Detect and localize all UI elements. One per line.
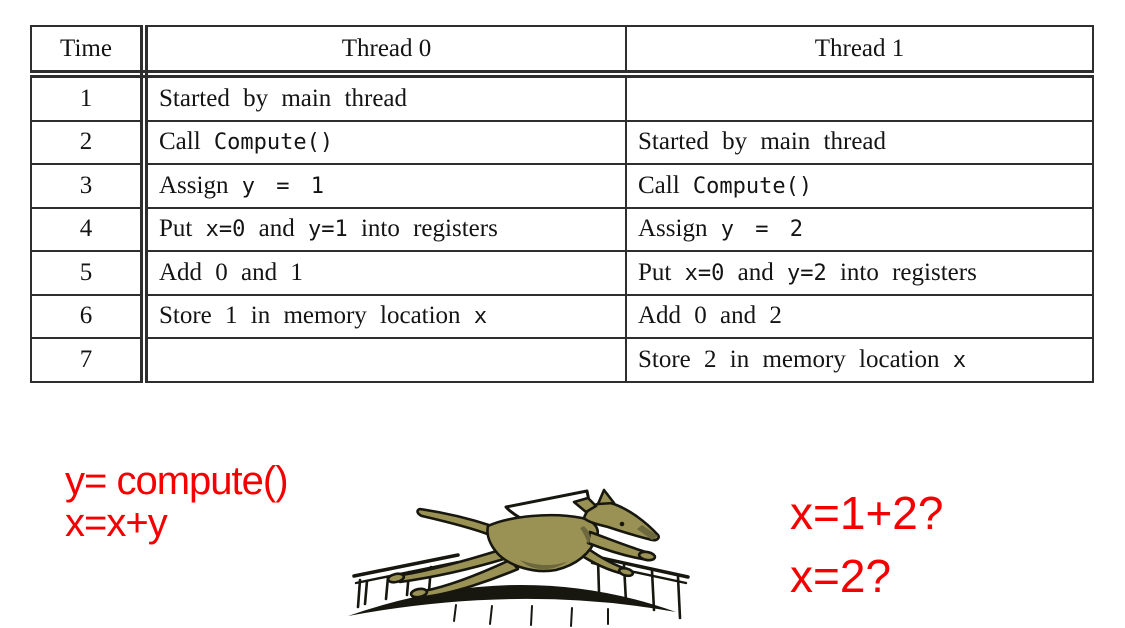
col-header-time: Time (30, 25, 148, 78)
time-cell: 5 (30, 250, 148, 296)
right-note-line1: x=1+2? (790, 487, 944, 539)
dog-front-paw-1 (637, 550, 657, 562)
code-text-segment: x (952, 347, 967, 373)
dog-belly-shade (520, 560, 568, 570)
thread1-cell: Put x=0 and y=2 into registers (625, 250, 1094, 296)
thread0-cell (143, 337, 627, 383)
text-segment: Started by main thread (159, 84, 408, 112)
text-segment: Call (159, 128, 214, 156)
dog-chest-shade (580, 526, 591, 544)
text-segment: Call (638, 171, 693, 199)
thread1-cell: Add 0 and 2 (625, 293, 1094, 339)
dog-front-paw-2 (617, 566, 635, 578)
code-text-segment: y=2 (786, 260, 827, 286)
table-row: 5 Add 0 and 1 Put x=0 and y=2 into registe… (30, 250, 1094, 296)
text-segment: Add 0 and 2 (638, 302, 782, 330)
text-segment: and (724, 258, 787, 286)
code-text-segment: y=1 (307, 217, 348, 243)
dog-torso (486, 513, 600, 573)
code-text-segment: x=0 (684, 260, 725, 286)
thread1-cell: Started by main thread (625, 119, 1094, 165)
code-text-segment: Compute() (213, 130, 334, 156)
col-header-thread0: Thread 0 (143, 25, 627, 78)
thread0-cell: Store 1 in memory location x (143, 293, 627, 339)
text-segment: into registers (826, 258, 977, 286)
table-row: 7 Store 2 in memory location x (30, 337, 1094, 383)
text-segment: Store 1 in memory location (159, 302, 474, 330)
thread1-cell: Store 2 in memory location x (625, 337, 1094, 383)
thread0-cell: Assign y = 1 (143, 163, 627, 209)
table-row: 1 Started by main thread (30, 73, 1094, 122)
thread0-cell: Started by main thread (143, 73, 627, 122)
time-cell: 3 (30, 163, 148, 209)
racing-greyhound-illustration (348, 488, 690, 627)
text-segment: and (245, 215, 308, 243)
text-segment: Put (159, 215, 206, 243)
text-segment: Store 2 in memory location (638, 345, 953, 373)
col-header-thread1: Thread 1 (625, 25, 1094, 78)
ground-posts (453, 604, 609, 627)
text-segment: Put (638, 258, 685, 286)
time-cell: 6 (30, 293, 148, 339)
thread0-cell: Put x=0 and y=1 into registers (143, 206, 627, 252)
thread0-cell: Call Compute() (143, 119, 627, 165)
dog-rear-paw-2 (409, 587, 429, 599)
code-text-segment: x (473, 304, 488, 330)
right-note-line2: x=2? (790, 550, 892, 602)
code-text-segment: x=0 (205, 217, 246, 243)
thread1-cell: Call Compute() (625, 163, 1094, 209)
time-cell: 2 (30, 119, 148, 165)
table-header-row: Time Thread 0 Thread 1 (30, 25, 1094, 78)
time-cell: 1 (30, 73, 148, 122)
code-text-segment: y = 2 (720, 217, 803, 243)
dog-muzzle-shade (637, 525, 658, 540)
thread1-cell (625, 73, 1094, 122)
text-segment: into registers (347, 215, 498, 243)
dog-ear-front (572, 496, 598, 514)
code-text-segment: y = 1 (241, 173, 324, 199)
left-note-line2: x=x+y (65, 501, 168, 545)
text-segment: Started by main thread (638, 128, 887, 156)
text-segment: Assign (638, 215, 721, 243)
dog-ear-back (596, 488, 616, 506)
ground-arc (348, 584, 676, 616)
left-note-line1: y= compute() (65, 459, 289, 503)
text-segment: Assign (159, 171, 242, 199)
code-text-segment: Compute() (692, 173, 813, 199)
time-cell: 4 (30, 206, 148, 252)
thread0-cell: Add 0 and 1 (143, 250, 627, 296)
dog-tail (416, 507, 494, 537)
dog-rear-paw-1 (386, 572, 406, 584)
thread1-cell: Assign y = 2 (625, 206, 1094, 252)
time-cell: 7 (30, 337, 148, 383)
dog-eye (619, 521, 625, 527)
text-segment: Add 0 and 1 (159, 258, 303, 286)
